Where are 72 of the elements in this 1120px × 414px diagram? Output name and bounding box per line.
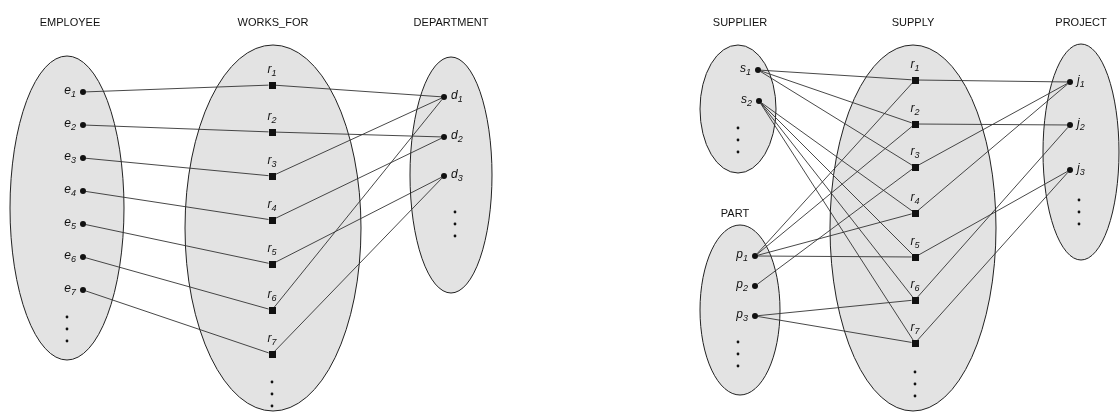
connector-line xyxy=(760,70,913,124)
instance-label: r$_{7}$ xyxy=(910,321,920,333)
connector-line xyxy=(85,290,270,354)
instance-label: e$_{2}$ xyxy=(64,117,76,129)
connector-line xyxy=(760,103,914,341)
connector-line xyxy=(275,84,442,98)
connector-line xyxy=(757,316,912,343)
instance-label: r$_{6}$ xyxy=(267,288,277,300)
set-heading: DEPARTMENT xyxy=(413,16,489,28)
instance-label: j$_{2}$ xyxy=(1077,117,1085,129)
connector-line xyxy=(916,171,1069,341)
instance-label: e$_{7}$ xyxy=(64,282,76,294)
instance-label: r$_{1}$ xyxy=(910,58,920,70)
instance-label: e$_{6}$ xyxy=(64,249,76,261)
instance-label: d$_{3}$ xyxy=(451,168,463,180)
connector-line xyxy=(85,191,269,220)
set-heading: SUPPLIER xyxy=(712,16,768,28)
connector-line xyxy=(760,102,914,298)
instance-label: p$_{3}$ xyxy=(736,308,748,320)
set-heading: EMPLOYEE xyxy=(39,16,101,28)
instance-label: s$_{1}$ xyxy=(740,62,751,74)
instance-label: p$_{2}$ xyxy=(736,278,748,290)
connector-line xyxy=(917,171,1068,256)
connector-line xyxy=(916,126,1069,298)
instance-label: j$_{1}$ xyxy=(1077,74,1085,86)
instance-label: e$_{4}$ xyxy=(64,183,76,195)
connector-line xyxy=(274,137,442,219)
connector-line xyxy=(274,177,443,352)
instance-label: r$_{5}$ xyxy=(910,235,920,247)
set-heading: PART xyxy=(720,207,750,219)
connector-line xyxy=(917,83,1069,212)
instance-label: r$_{2}$ xyxy=(910,102,920,114)
connector-line xyxy=(757,255,912,258)
connector-line xyxy=(274,97,442,175)
set-heading: WORKS_FOR xyxy=(237,16,309,28)
instance-label: d$_{2}$ xyxy=(451,129,463,141)
connector-line xyxy=(918,123,1068,126)
instance-label: e$_{1}$ xyxy=(64,84,76,96)
instance-label: r$_{4}$ xyxy=(267,198,277,210)
connector-line xyxy=(273,98,443,308)
instance-label: r$_{4}$ xyxy=(910,191,920,203)
connector-line xyxy=(85,124,269,133)
connector-line xyxy=(761,102,913,212)
instance-label: p$_{1}$ xyxy=(736,248,748,260)
connector-line xyxy=(756,125,913,255)
instance-label: e$_{3}$ xyxy=(64,150,76,162)
instance-label: r$_{3}$ xyxy=(267,154,277,166)
connector-line xyxy=(918,79,1068,83)
instance-label: e$_{5}$ xyxy=(64,216,76,228)
set-heading: PROJECT xyxy=(1055,16,1107,28)
connector-line xyxy=(760,71,913,166)
connector-line xyxy=(85,157,269,177)
instance-label: r$_{1}$ xyxy=(267,63,277,75)
connector-line xyxy=(757,299,912,317)
instance-label: r$_{6}$ xyxy=(910,278,920,290)
set-heading: SUPPLY xyxy=(891,16,935,28)
connector-line xyxy=(85,224,270,264)
connector-line xyxy=(756,168,913,285)
instance-label: j$_{3}$ xyxy=(1077,162,1085,174)
connector-line xyxy=(274,176,442,263)
connector-line xyxy=(275,131,442,138)
instance-label: r$_{5}$ xyxy=(267,242,277,254)
instance-label: r$_{7}$ xyxy=(267,332,277,344)
connector-line xyxy=(760,69,912,81)
connector-line xyxy=(917,83,1068,166)
instance-label: r$_{2}$ xyxy=(267,110,277,122)
connector-line xyxy=(757,213,913,256)
connector-line xyxy=(85,257,270,310)
connector-line xyxy=(85,84,269,93)
instance-label: d$_{1}$ xyxy=(451,89,463,101)
instance-label: r$_{3}$ xyxy=(910,145,920,157)
instance-label: s$_{2}$ xyxy=(741,93,752,105)
